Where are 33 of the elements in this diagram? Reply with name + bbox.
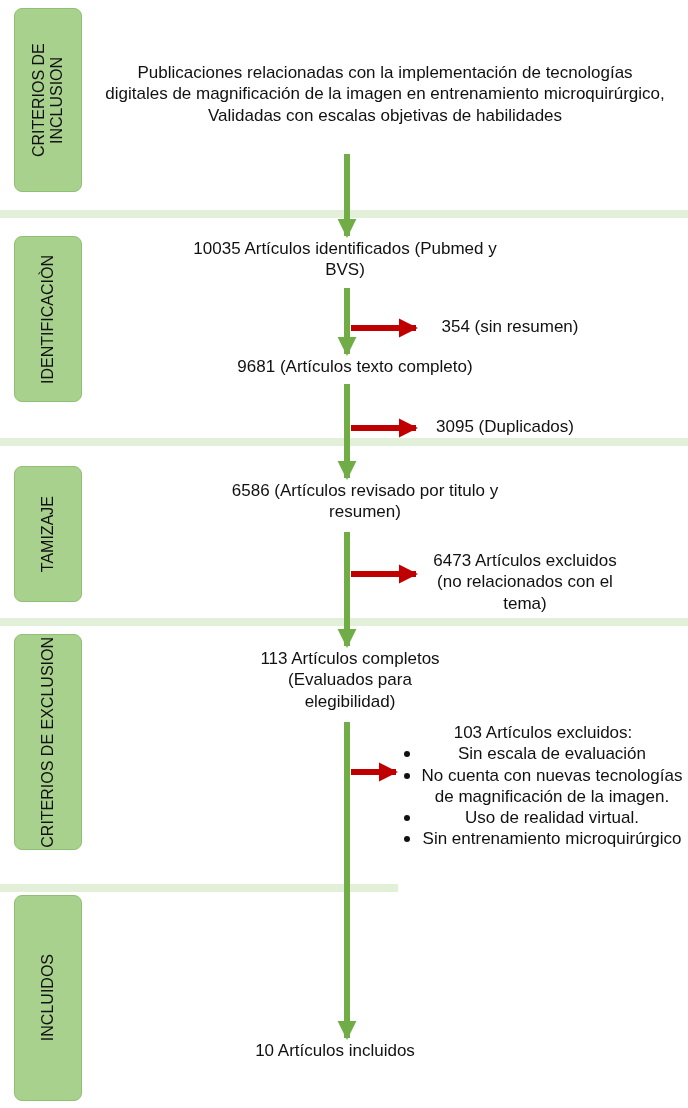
arrow xyxy=(351,762,398,782)
step-text: 6473 Artículos excluidos (no relacionados con el tema) xyxy=(432,550,618,614)
phase-label-box xyxy=(14,236,82,402)
bullet-item: Sin entrenamiento microquirúrgico xyxy=(422,829,682,849)
arrow xyxy=(351,564,418,584)
step-text: 113 Artículos completos (Evaluados para elegibilidad) xyxy=(259,648,441,712)
phase-label: IDENTIFICACIÒN xyxy=(38,254,57,384)
arrow xyxy=(337,384,357,480)
step-text: 9681 (Artículos texto completo) xyxy=(236,356,474,378)
step-text: 6586 (Artículos revisado por titulo y resumen) xyxy=(230,480,500,523)
phase-label: CRITERIOS DE INCLUSION xyxy=(29,42,66,159)
arrow xyxy=(337,532,357,648)
phase-label-box xyxy=(14,466,82,602)
list-heading: 103 Artículos excluidos: xyxy=(452,722,634,744)
step-text: 3095 (Duplicados) xyxy=(435,416,575,438)
arrow xyxy=(337,722,357,1040)
bullet-item: No cuenta con nuevas tecnologías de magnificación de la imagen. xyxy=(421,765,683,806)
arrow xyxy=(337,288,357,356)
phase-label-box xyxy=(14,895,82,1101)
step-text: Publicaciones relacionadas con la implementación de tecnologías digitales de magnificación de la imagen en entrenamiento microquirúrgico, Validadas con escalas objetivas de habilidades xyxy=(105,62,665,126)
arrow xyxy=(337,154,357,238)
phase-label: CRITERIOS DE EXCLUSION xyxy=(38,636,57,848)
step-text: 354 (sin resumen) xyxy=(440,316,580,338)
bullet-item: Uso de realidad virtual. xyxy=(465,808,639,827)
bullet-item: Sin escala de evaluación xyxy=(457,744,647,764)
step-text: 10035 Artículos identificados (Pubmed y BVS) xyxy=(192,238,498,281)
phase-label: INCLUIDOS xyxy=(38,954,57,1042)
phase-label-box xyxy=(14,8,82,192)
arrow xyxy=(351,418,418,438)
step-text: 10 Artículos incluidos xyxy=(254,1040,416,1062)
arrow xyxy=(351,318,418,338)
phase-label: TAMIZAJE xyxy=(38,495,57,573)
phase-label-box xyxy=(14,634,82,850)
